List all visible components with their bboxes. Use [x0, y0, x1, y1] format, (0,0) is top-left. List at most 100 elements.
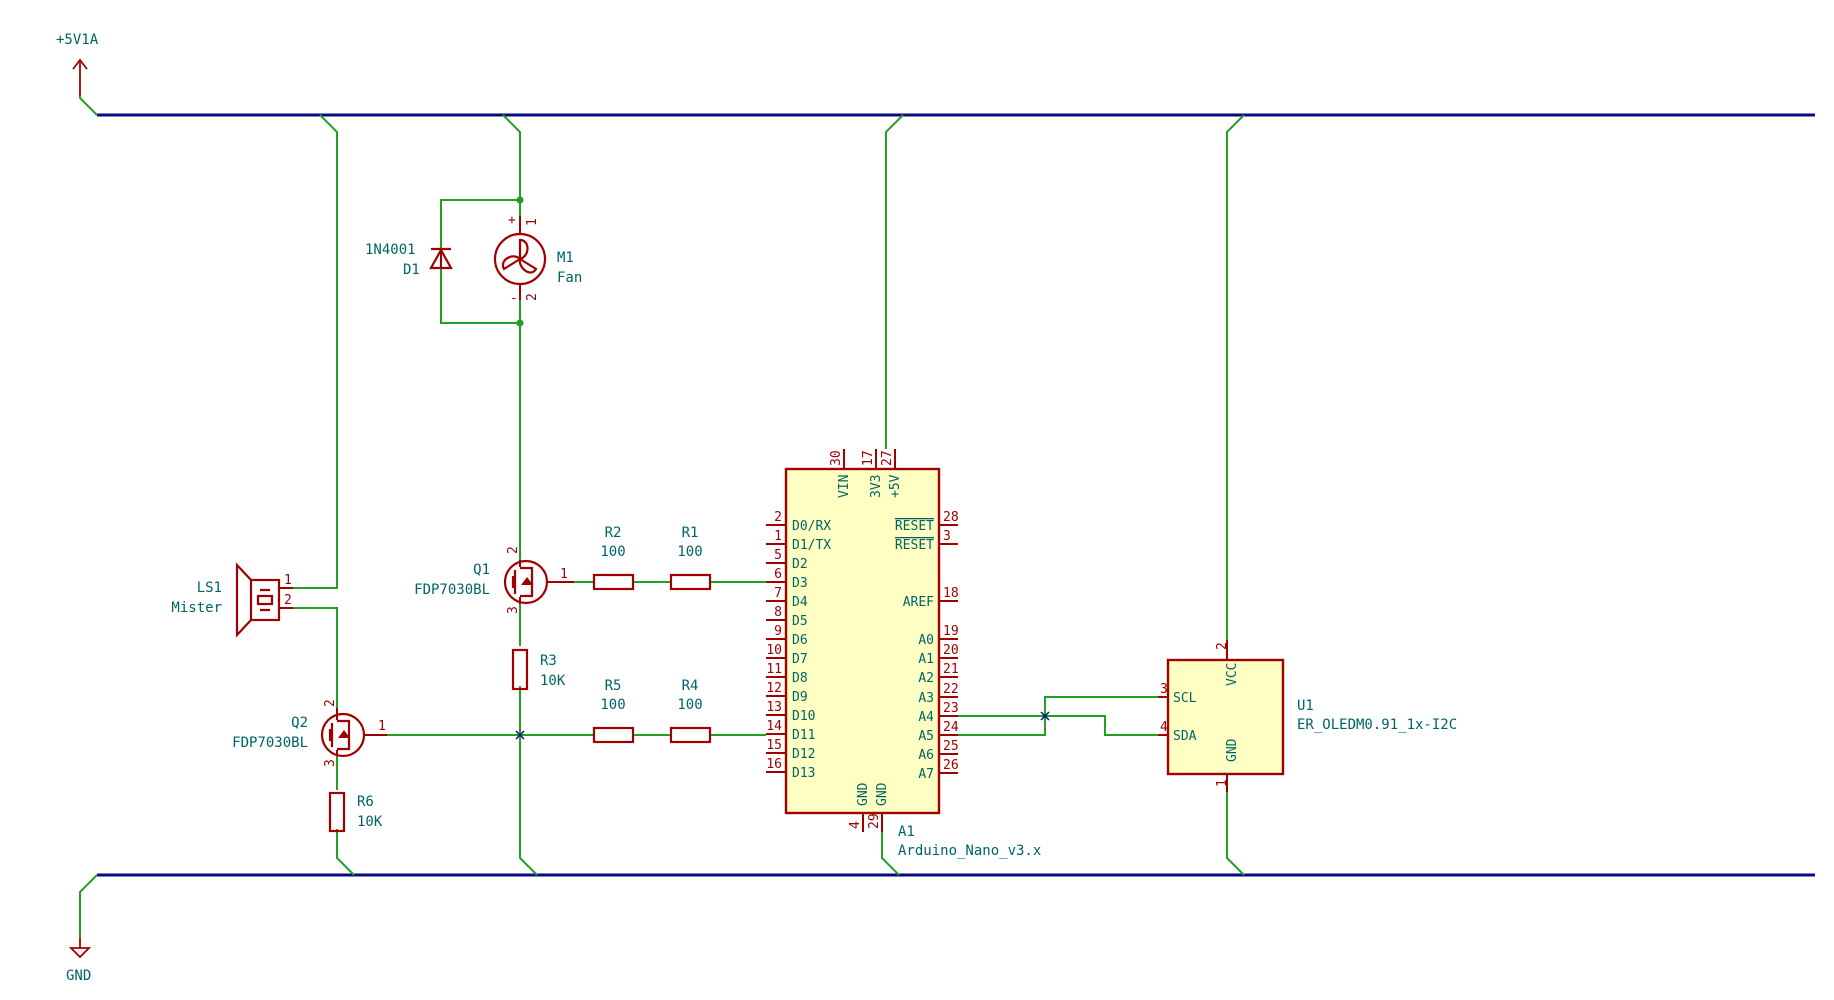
r6-value: 10K	[357, 814, 383, 830]
a1-pin-num: 13	[766, 700, 782, 715]
a1-pin-num: 15	[766, 738, 782, 753]
u1-pin-sda-num: 4	[1160, 720, 1168, 735]
q2-value: FDP7030BL	[232, 735, 308, 751]
a1-value: Arduino_Nano_v3.x	[898, 843, 1041, 859]
u1-pin-gnd: GND	[1225, 738, 1240, 762]
d1-ref: D1	[403, 262, 420, 278]
ls1-pin2: 2	[284, 593, 292, 608]
a1-pin-num: 24	[943, 720, 959, 735]
arduino-a1: 2D0/RX1D1/TX5D26D37D48D59D610D711D812D91…	[766, 449, 1041, 859]
r5-ref: R5	[605, 678, 622, 694]
a1-pin-num: 17	[861, 450, 876, 466]
ground-label: GND	[66, 968, 91, 984]
a1-pin-name: GND	[856, 782, 871, 806]
a1-pin-num: 18	[943, 586, 959, 601]
a1-pin-name: A0	[918, 633, 934, 648]
r6-ref: R6	[357, 794, 374, 810]
a1-pin-name: D1/TX	[792, 538, 831, 553]
a1-pin-num: 30	[829, 450, 844, 466]
a1-pin-num: 23	[943, 701, 959, 716]
ls1-value: Mister	[171, 600, 222, 616]
resistor-r4: R4 100	[669, 678, 712, 744]
mister-ls1: 1 2 LS1 Mister	[171, 562, 293, 638]
r5-value: 100	[600, 697, 625, 713]
m1-minus: -	[510, 291, 518, 306]
mosfet-q2: 1 2 3 Q2 FDP7030BL	[232, 699, 387, 767]
r4-ref: R4	[682, 678, 699, 694]
q2-pin1: 1	[378, 719, 386, 734]
q2-pin3: 3	[323, 759, 338, 767]
resistor-r5: R5 100	[592, 678, 635, 744]
resistor-r2: R2 100	[592, 525, 635, 591]
a1-pin-name: D5	[792, 614, 808, 629]
m1-ref: M1	[557, 250, 574, 266]
a1-left-pins: 2D0/RX1D1/TX5D26D37D48D59D610D711D812D91…	[766, 510, 831, 781]
diode-d1: 1N4001 D1	[365, 242, 453, 278]
a1-pin-num: 29	[867, 813, 882, 829]
a1-pin-name: D9	[792, 690, 808, 705]
a1-pin-num: 26	[943, 758, 959, 773]
a1-pin-num: 3	[943, 529, 951, 544]
wires	[293, 114, 1245, 876]
u1-pin-scl-num: 3	[1160, 682, 1168, 697]
q1-ref: Q1	[473, 562, 490, 578]
a1-pin-num: 19	[943, 624, 959, 639]
resistor-r1: R1 100	[669, 525, 712, 591]
a1-pin-num: 6	[774, 567, 782, 582]
a1-pin-name: A2	[918, 671, 934, 686]
r4-value: 100	[677, 697, 702, 713]
a1-pin-name: D13	[792, 766, 815, 781]
a1-pin-num: 11	[766, 662, 782, 677]
ground-symbol: GND	[66, 938, 91, 984]
ground-bus-entry	[79, 874, 98, 938]
supply-bus-entry	[79, 96, 98, 116]
a1-pin-num: 10	[766, 643, 782, 658]
u1-pin-vcc-num: 2	[1215, 642, 1230, 650]
r3-ref: R3	[540, 653, 557, 669]
r1-value: 100	[677, 544, 702, 560]
d1-value: 1N4001	[365, 242, 416, 258]
a1-pin-name: VIN	[837, 475, 852, 498]
fan-m1: + - 1 2 M1 Fan	[493, 213, 582, 306]
a1-pin-name: D12	[792, 747, 815, 762]
a1-pin-name: D11	[792, 728, 815, 743]
a1-pin-name: A5	[918, 729, 934, 744]
q2-pin2: 2	[323, 699, 338, 707]
supply-symbol: +5V1A	[56, 32, 99, 96]
a1-pin-num: 8	[774, 605, 782, 620]
a1-pin-num: 14	[766, 719, 782, 734]
a1-pin-num: 1	[774, 529, 782, 544]
a1-pin-num: 28	[943, 510, 959, 525]
a1-right-pins: 28RESET3RESET18AREF19A020A121A222A323A42…	[895, 510, 959, 782]
a1-pin-name: D4	[792, 595, 808, 610]
a1-pin-name: A6	[918, 748, 934, 763]
q2-ref: Q2	[291, 715, 308, 731]
a1-ref: A1	[898, 824, 915, 840]
a1-pin-num: 25	[943, 739, 959, 754]
a1-pin-name: A4	[918, 710, 934, 725]
u1-pin-sda: SDA	[1173, 729, 1197, 744]
u1-pin-gnd-num: 1	[1215, 779, 1230, 787]
m1-plus: +	[508, 213, 516, 228]
a1-pin-name: A3	[918, 691, 934, 706]
a1-pin-name: RESET	[895, 519, 934, 534]
a1-pin-name: +5V	[888, 474, 903, 498]
r1-ref: R1	[682, 525, 699, 541]
q1-value: FDP7030BL	[414, 582, 490, 598]
r2-value: 100	[600, 544, 625, 560]
a1-pin-name: D0/RX	[792, 519, 831, 534]
a1-pin-name: D10	[792, 709, 815, 724]
oled-u1: 2 VCC 3 SCL 4 SDA 1 GND U1 ER_OLEDM0.91_…	[1158, 640, 1457, 792]
a1-pin-name: 3V3	[869, 475, 884, 498]
q1-pin1: 1	[560, 567, 568, 582]
a1-pin-name: D8	[792, 671, 808, 686]
a1-pin-name: A1	[918, 652, 934, 667]
a1-pin-name: D2	[792, 557, 808, 572]
a1-pin-num: 22	[943, 682, 959, 697]
a1-pin-name: D3	[792, 576, 808, 591]
a1-pin-num: 21	[943, 662, 959, 677]
resistor-r6: R6 10K	[328, 791, 383, 833]
mosfet-q1: 1 2 3 Q1 FDP7030BL	[414, 546, 574, 614]
